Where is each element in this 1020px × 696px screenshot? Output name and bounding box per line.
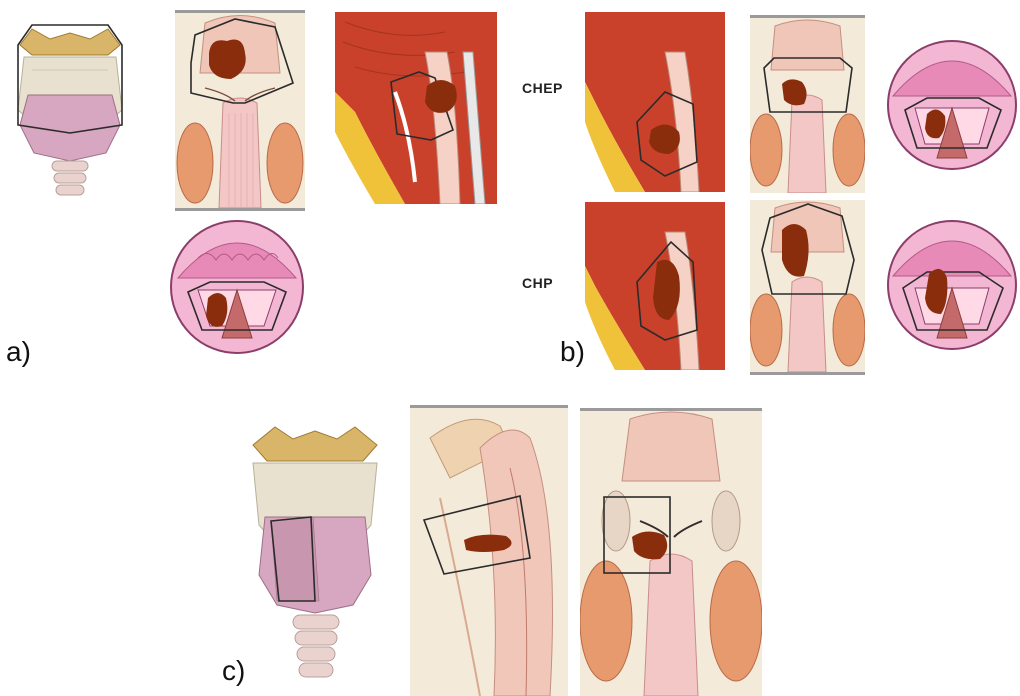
panel-b-chep-endoscopic	[885, 30, 1020, 180]
label-c: c)	[222, 655, 245, 687]
label-b: b)	[560, 336, 585, 368]
panel-a-coronal-section	[175, 10, 305, 211]
panel-a-larynx-front	[10, 15, 130, 205]
panel-b-chp-coronal	[750, 200, 865, 375]
label-a: a)	[6, 336, 31, 368]
panel-c-larynx-front	[245, 425, 385, 680]
panel-b-chep-sagittal	[585, 12, 725, 192]
panel-c-sagittal-section	[410, 405, 568, 696]
panel-b-chp-sagittal	[585, 202, 725, 370]
label-chep: CHEP	[522, 80, 563, 96]
panel-a-sagittal-section	[335, 12, 497, 204]
panel-a-endoscopic-view	[168, 218, 306, 356]
panel-b-chep-coronal	[750, 15, 865, 193]
panel-b-chp-endoscopic	[885, 210, 1020, 360]
panel-c-coronal-section	[580, 408, 762, 696]
label-chp: CHP	[522, 275, 553, 291]
